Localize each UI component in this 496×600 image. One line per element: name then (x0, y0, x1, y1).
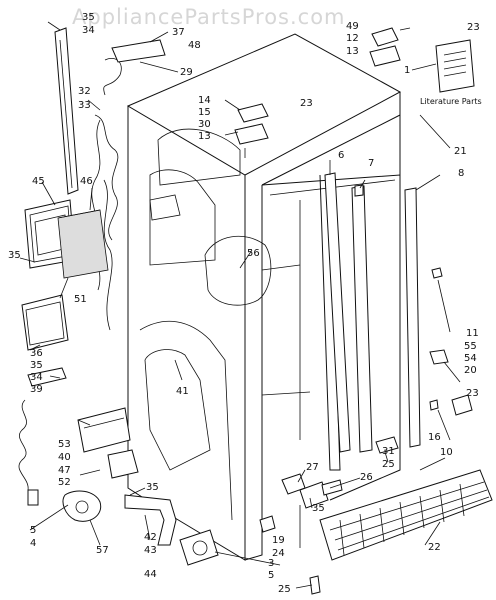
wheel-assembly-left (179, 529, 219, 566)
callout-label: 12 (346, 33, 359, 44)
callout-label: 1 (404, 65, 410, 76)
callout-label: 24 (272, 548, 285, 559)
callout-label: 54 (464, 353, 477, 364)
callout-label: 23 (466, 388, 479, 399)
callout-label: 25 (382, 459, 395, 470)
literature-book (435, 39, 475, 93)
callout-label: 35 (8, 250, 21, 261)
callout-label: 43 (144, 545, 157, 556)
callout-label: 34 (30, 372, 43, 383)
callout-label: 16 (428, 432, 441, 443)
callout-label: 23 (300, 98, 313, 109)
callout-label: 48 (188, 40, 201, 51)
callout-label: 36 (30, 348, 43, 359)
callout-label: 13 (346, 46, 359, 57)
callout-label: 33 (78, 100, 91, 111)
top-hinge-left (234, 103, 269, 158)
callout-label: 31 (382, 446, 395, 457)
power-cord (18, 399, 39, 506)
heater-shield (21, 294, 69, 351)
callout-label: 21 (454, 146, 467, 157)
callout-label: 29 (180, 67, 193, 78)
top-hinge-right (369, 27, 401, 67)
cold-control-tube (54, 27, 79, 195)
callout-label: 4 (30, 538, 36, 549)
callout-label: 34 (82, 25, 95, 36)
toe-grille (319, 469, 493, 561)
callout-label: 19 (272, 535, 285, 546)
callout-label: 35 (146, 482, 159, 493)
callout-label: 52 (58, 477, 71, 488)
callout-label: 37 (172, 27, 185, 38)
callout-label: 13 (198, 131, 211, 142)
callout-label: 42 (144, 532, 157, 543)
callout-label: 57 (96, 545, 109, 556)
callout-label: 10 (440, 447, 453, 458)
callout-label: 47 (58, 465, 71, 476)
callout-label: 53 (58, 439, 71, 450)
defrost-heater (24, 199, 109, 279)
callout-labels: 35 34 37 48 29 32 33 45 46 35 51 36 35 3… (8, 12, 480, 595)
callout-label: 3 (268, 558, 274, 569)
compressor-relay-bracket (77, 407, 139, 479)
callout-label: 5 (268, 570, 274, 581)
callout-label: 46 (80, 176, 93, 187)
callout-label: 55 (464, 341, 477, 352)
callout-label: 14 (198, 95, 211, 106)
compressor-base (62, 490, 102, 522)
callout-label: 32 (78, 86, 91, 97)
callout-label: 23 (467, 22, 480, 33)
breaker-strip-7 (351, 184, 373, 453)
callout-label: 44 (144, 569, 157, 580)
callout-label: 35 (312, 503, 325, 514)
literature-parts-caption: Literature Parts (420, 97, 482, 106)
callout-label: 27 (306, 462, 319, 473)
wheel-assembly-right (259, 473, 343, 533)
callout-label: 22 (428, 542, 441, 553)
watermark: AppliancePartsPros.com (72, 5, 346, 29)
drain-tube (124, 494, 177, 546)
callout-label: 8 (458, 168, 464, 179)
callout-label: 39 (30, 384, 43, 395)
callout-label: 15 (198, 107, 211, 118)
callout-label: 41 (176, 386, 189, 397)
callout-label: 7 (368, 158, 374, 169)
callout-label: 20 (464, 365, 477, 376)
grille-clip (375, 436, 399, 454)
callout-label: 49 (346, 21, 359, 32)
wiring-harness-upper (91, 39, 166, 331)
breaker-strip-6 (324, 172, 351, 453)
callout-label: 51 (74, 294, 87, 305)
callout-label: 26 (360, 472, 373, 483)
callout-label: 45 (32, 176, 45, 187)
callout-label: 11 (466, 328, 479, 339)
bottom-screw (309, 575, 321, 595)
callout-label: 35 (30, 360, 43, 371)
drain-trough (27, 367, 67, 387)
callout-label: 6 (338, 150, 344, 161)
breaker-strip-8 (404, 187, 421, 448)
callout-label: 56 (247, 248, 260, 259)
right-hardware (429, 267, 473, 416)
callout-label: 5 (30, 525, 36, 536)
callout-label: 35 (82, 12, 95, 23)
callout-label: 30 (198, 119, 211, 130)
callout-label: 25 (278, 584, 291, 595)
callout-label: 40 (58, 452, 71, 463)
leader-lines (19, 21, 461, 589)
